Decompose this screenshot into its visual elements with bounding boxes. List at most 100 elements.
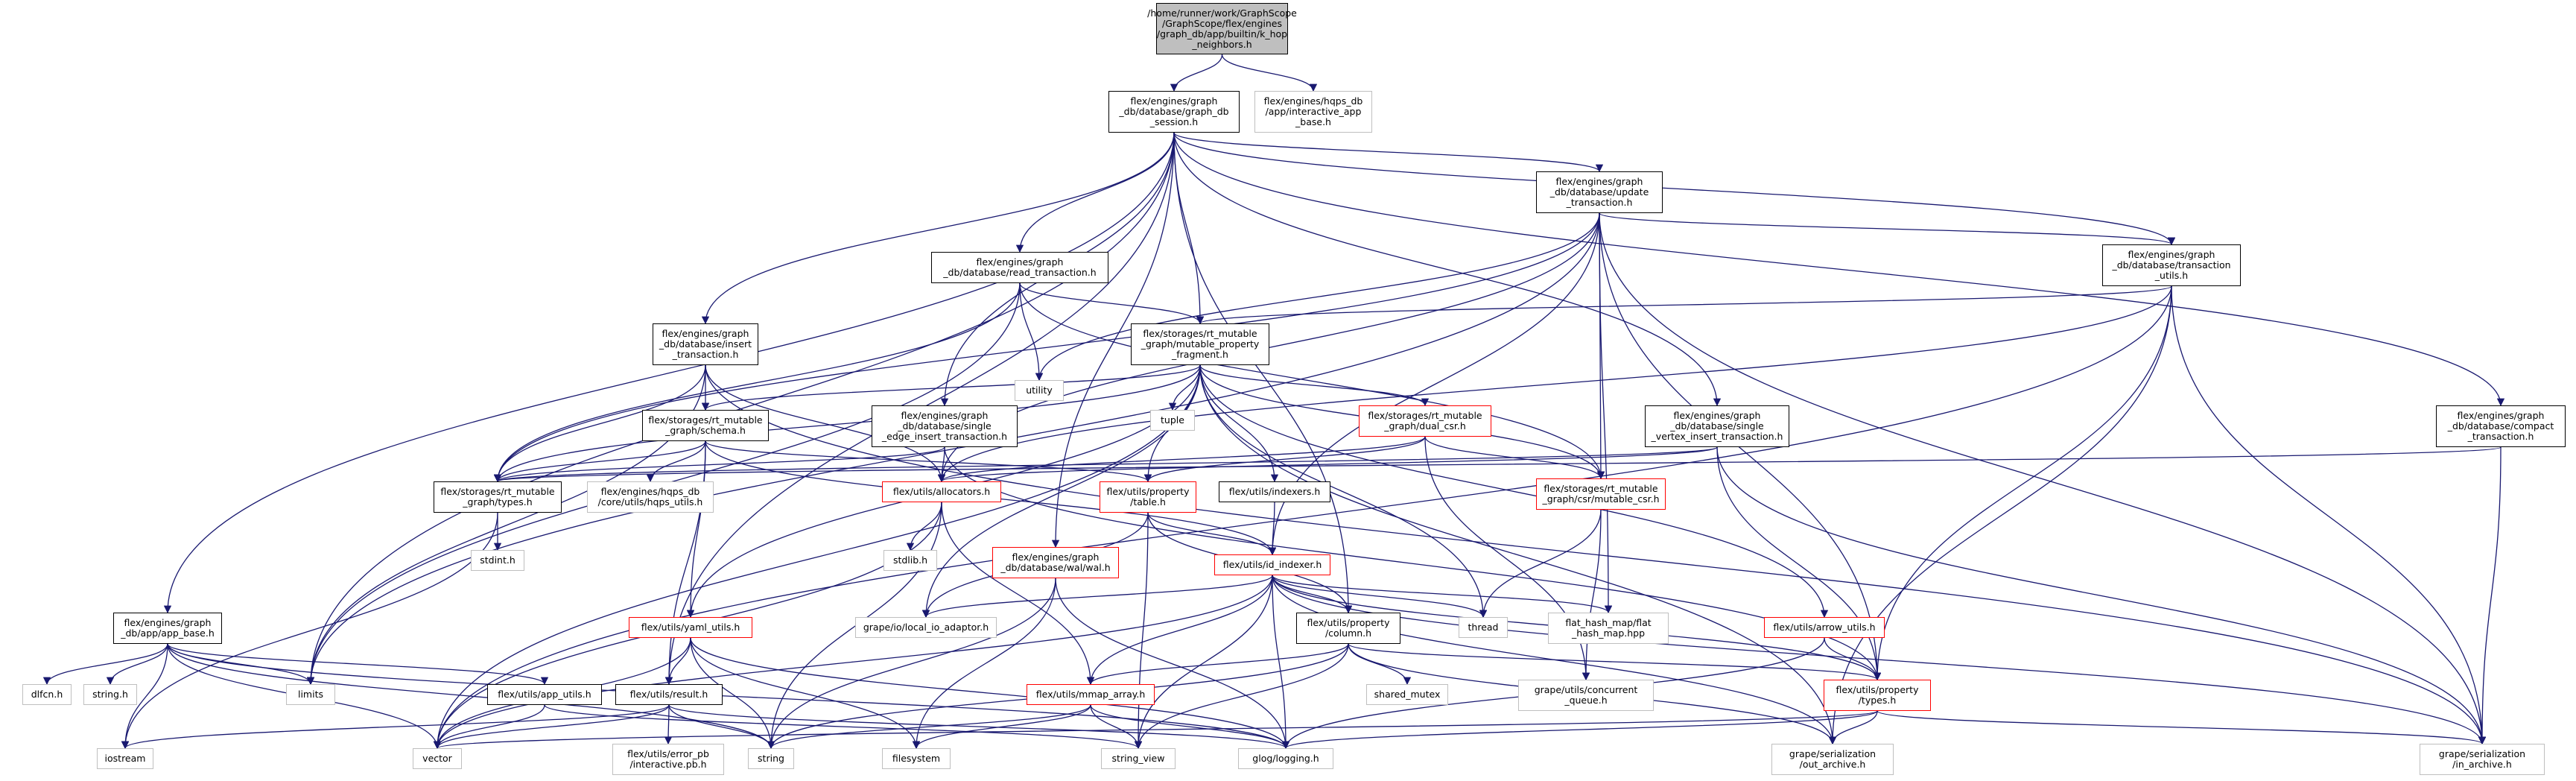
node-schema[interactable]: flex/storages/rt_mutable _graph/schema.h xyxy=(642,410,769,441)
edge-graph_db_session-to-update_transaction xyxy=(1173,132,1603,173)
node-id-indexer[interactable]: flex/utils/id_indexer.h xyxy=(1214,554,1330,575)
node-single-edge-insert-transaction[interactable]: flex/engines/graph _db/database/single _… xyxy=(872,405,1018,447)
edge-yaml_utils-to-filesystem xyxy=(690,637,921,750)
node-dlfcn[interactable]: dlfcn.h xyxy=(22,684,72,705)
node-property-column[interactable]: flex/utils/property /column.h xyxy=(1296,613,1400,644)
edge-schema-to-property_table xyxy=(705,440,1152,483)
edge-allocators-to-mmap_array xyxy=(941,502,1095,686)
edge-arrow_utils-to-property_types xyxy=(1824,637,1882,681)
node-string-h[interactable]: string.h xyxy=(83,684,137,705)
node-dual-csr[interactable]: flex/storages/rt_mutable _graph/dual_csr… xyxy=(1359,405,1491,437)
edge-app_base-to-string_h xyxy=(106,643,168,686)
edge-graph_db_session-to-single_vertex_insert xyxy=(1173,132,1722,407)
edge-property_types-to-out_archive xyxy=(1828,710,1878,745)
node-yaml-utils[interactable]: flex/utils/yaml_utils.h xyxy=(629,617,752,638)
node-flat-hash-map[interactable]: flat_hash_map/flat _hash_map.hpp xyxy=(1548,613,1669,644)
edge-property_column-to-string_view xyxy=(1134,643,1349,750)
edge-id_indexer-to-local_io_adaptor xyxy=(921,575,1273,619)
node-stdint[interactable]: stdint.h xyxy=(471,550,524,571)
node-graph-db-session[interactable]: flex/engines/graph _db/database/graph_db… xyxy=(1108,91,1240,133)
edge-update_transaction-to-transaction_utils xyxy=(1599,212,2175,246)
edge-property_types-to-in_archive xyxy=(1877,710,2486,745)
edge-transaction_utils-to-mutable_property_fragment xyxy=(1196,285,2172,325)
node-result[interactable]: flex/utils/result.h xyxy=(615,684,723,705)
edge-root-to-graph_db_session xyxy=(1170,54,1223,92)
edge-app_utils-to-string_view xyxy=(544,704,1142,750)
node-wal[interactable]: flex/engines/graph _db/database/wal/wal.… xyxy=(992,547,1119,578)
edge-mutable_property_fragment-to-rt_types xyxy=(493,364,1201,483)
node-single-vertex-insert-transaction[interactable]: flex/engines/graph _db/database/single _… xyxy=(1645,405,1789,447)
node-root-k-hop-neighbors[interactable]: /home/runner/work/GraphScope /GraphScope… xyxy=(1147,3,1297,54)
node-transaction-utils[interactable]: flex/engines/graph _db/database/transact… xyxy=(2102,244,2241,286)
node-error-pb[interactable]: flex/utils/error_pb /interactive.pb.h xyxy=(612,744,724,775)
edge-result-to-string xyxy=(668,704,775,750)
node-arrow-utils[interactable]: flex/utils/arrow_utils.h xyxy=(1764,617,1885,638)
edge-graph_db_session-to-wal xyxy=(1051,132,1175,548)
node-hqps-utils[interactable]: flex/engines/hqps_db /core/utils/hqps_ut… xyxy=(587,481,714,513)
node-property-table[interactable]: flex/utils/property /table.h xyxy=(1100,481,1196,513)
node-in-archive[interactable]: grape/serialization /in_archive.h xyxy=(2420,744,2545,775)
edge-read_transaction-to-mutable_csr xyxy=(1019,282,1605,480)
node-thread[interactable]: thread xyxy=(1459,617,1508,638)
edge-app_base-to-glog xyxy=(167,643,1289,750)
node-iostream[interactable]: iostream xyxy=(97,748,153,769)
edge-mutable_csr-to-concurrent_queue xyxy=(1582,509,1602,681)
edge-single_edge_insert-to-rt_types xyxy=(494,446,945,483)
node-read-transaction[interactable]: flex/engines/graph _db/database/read_tra… xyxy=(931,252,1108,283)
edge-graph_db_session-to-transaction_utils xyxy=(1173,132,2176,246)
edge-insert_transaction-to-rt_types xyxy=(493,364,706,483)
node-indexers[interactable]: flex/utils/indexers.h xyxy=(1219,481,1330,502)
node-update-transaction[interactable]: flex/engines/graph _db/database/update _… xyxy=(1536,171,1663,213)
node-mmap-array[interactable]: flex/utils/mmap_array.h xyxy=(1027,684,1155,705)
edge-mmap_array-to-filesystem xyxy=(912,704,1091,750)
node-app-utils[interactable]: flex/utils/app_utils.h xyxy=(487,684,602,705)
node-vector[interactable]: vector xyxy=(413,748,462,769)
node-allocators[interactable]: flex/utils/allocators.h xyxy=(882,481,1001,502)
node-string[interactable]: string xyxy=(748,748,794,769)
edge-graph_db_session-to-insert_transaction xyxy=(701,132,1175,325)
node-utility[interactable]: utility xyxy=(1015,380,1064,401)
node-string-view[interactable]: string_view xyxy=(1101,748,1176,769)
edge-schema-to-hqps_utils xyxy=(646,440,706,483)
edge-property_column-to-mmap_array xyxy=(1086,643,1349,686)
node-compact-transaction[interactable]: flex/engines/graph _db/database/compact … xyxy=(2436,405,2566,447)
node-filesystem[interactable]: filesystem xyxy=(882,748,951,769)
edge-id_indexer-to-glog xyxy=(1272,575,1290,750)
edge-schema-to-yaml_utils xyxy=(686,440,706,619)
edge-transaction_utils-to-allocators xyxy=(937,285,2172,483)
node-out-archive[interactable]: grape/serialization /out_archive.h xyxy=(1771,744,1894,775)
node-mutable-csr[interactable]: flex/storages/rt_mutable _graph/csr/muta… xyxy=(1536,478,1666,510)
node-hqps-app-base[interactable]: flex/engines/hqps_db /app/interactive_ap… xyxy=(1254,91,1372,133)
edge-transaction_utils-to-property_types xyxy=(1873,285,2172,681)
node-property-types[interactable]: flex/utils/property /types.h xyxy=(1824,680,1931,711)
edge-indexers-to-id_indexer xyxy=(1268,502,1277,556)
edge-app_utils-to-vector xyxy=(433,704,545,750)
edge-property_table-to-id_indexer xyxy=(1147,512,1277,556)
edge-id_indexer-to-string_view xyxy=(1134,575,1273,750)
edge-mutable_csr-to-thread xyxy=(1479,509,1602,619)
edge-property_types-to-glog xyxy=(1282,710,1878,750)
node-concurrent-queue[interactable]: grape/utils/concurrent _queue.h xyxy=(1518,680,1654,711)
node-shared-mutex[interactable]: shared_mutex xyxy=(1366,684,1448,705)
edge-property_column-to-property_types xyxy=(1348,643,1881,681)
edge-wal-to-filesystem xyxy=(912,578,1056,750)
edge-read_transaction-to-mutable_property_fragment xyxy=(1019,282,1205,325)
node-glog[interactable]: glog/logging.h xyxy=(1238,748,1333,769)
node-tuple[interactable]: tuple xyxy=(1150,410,1195,431)
edge-property_column-to-shared_mutex xyxy=(1348,643,1412,686)
node-stdlib[interactable]: stdlib.h xyxy=(883,550,937,571)
node-insert-transaction[interactable]: flex/engines/graph _db/database/insert _… xyxy=(653,323,758,365)
node-rt-mutable-types[interactable]: flex/storages/rt_mutable _graph/types.h xyxy=(434,481,562,513)
edge-update_transaction-to-flat_hash_map xyxy=(1599,212,1613,614)
node-limits[interactable]: limits xyxy=(286,684,335,705)
edge-schema-to-rt_types xyxy=(493,440,706,483)
node-mutable-property-fragment[interactable]: flex/storages/rt_mutable _graph/mutable_… xyxy=(1131,323,1269,365)
edge-dual_csr-to-property_table xyxy=(1143,436,1426,483)
edge-insert_transaction-to-in_archive xyxy=(705,364,2487,745)
edge-root-to-hqps_app_base xyxy=(1221,54,1318,92)
node-local-io-adaptor[interactable]: grape/io/local_io_adaptor.h xyxy=(855,617,997,638)
edge-mutable_property_fragment-to-dual_csr xyxy=(1199,364,1430,407)
node-app-base[interactable]: flex/engines/graph _db/app/app_base.h xyxy=(113,613,222,644)
edge-result-to-iostream xyxy=(121,704,670,750)
edge-single_vertex_insert-to-rt_types xyxy=(494,446,1718,483)
